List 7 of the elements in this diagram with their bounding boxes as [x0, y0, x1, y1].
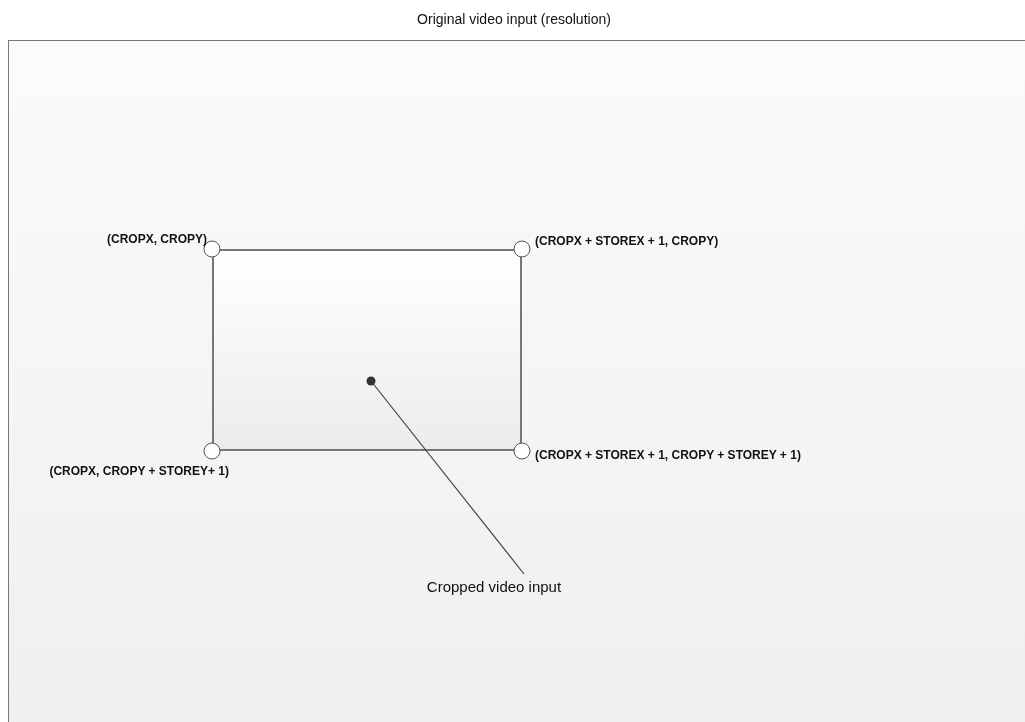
frame-title: Original video input (resolution) — [416, 11, 612, 27]
callout-text: Cropped video input — [425, 578, 563, 595]
coordinate-label: (CROPX + STOREX + 1, CROPY) — [535, 234, 719, 248]
leader-line — [366, 376, 525, 575]
coordinate-label: (CROPX + STOREX + 1, CROPY + STOREY + 1) — [535, 448, 801, 462]
coordinate-label: (CROPX, CROPY) — [107, 232, 207, 246]
coordinate-label: (CROPX, CROPY + STOREY+ 1) — [49, 464, 229, 478]
